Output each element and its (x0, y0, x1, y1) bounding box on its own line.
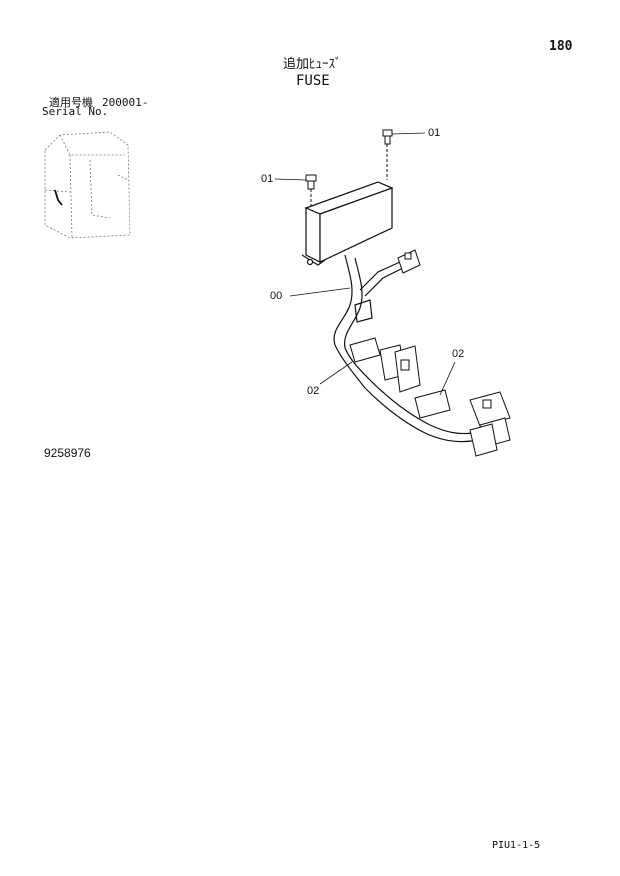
leader-02-left (319, 361, 353, 385)
leader-01-top (391, 132, 426, 135)
page-code: PIU1-1-5 (492, 840, 541, 851)
title-english: FUSE (296, 73, 330, 89)
callout-02-right: 02 (452, 348, 465, 360)
leader-01-left (274, 178, 307, 181)
machine-location-thumbnail (44, 131, 131, 239)
callout-01-top: 01 (428, 127, 441, 139)
serial-label-japanese: 適用号機 (49, 96, 93, 109)
callout-00: 00 (270, 290, 283, 302)
serial-label-english: Serial No. (42, 105, 109, 118)
leader-02-right (439, 361, 456, 396)
thumbnail-highlight (54, 189, 63, 206)
connector-upper (397, 249, 421, 274)
leader-00 (289, 287, 351, 297)
callout-01-left: 01 (261, 173, 274, 185)
part-number: 9258976 (44, 446, 91, 460)
connector-group-middle (349, 337, 421, 393)
bolt-top (382, 129, 393, 180)
fuse-box (301, 181, 394, 266)
serial-value: 200001- (102, 96, 149, 109)
title-japanese: 追加ﾋｭｰｽﾞ (283, 57, 342, 72)
wire-harness (333, 254, 481, 443)
page-number: 180 (549, 39, 573, 54)
callout-02-left: 02 (307, 385, 320, 397)
connector-group-right (414, 389, 511, 457)
